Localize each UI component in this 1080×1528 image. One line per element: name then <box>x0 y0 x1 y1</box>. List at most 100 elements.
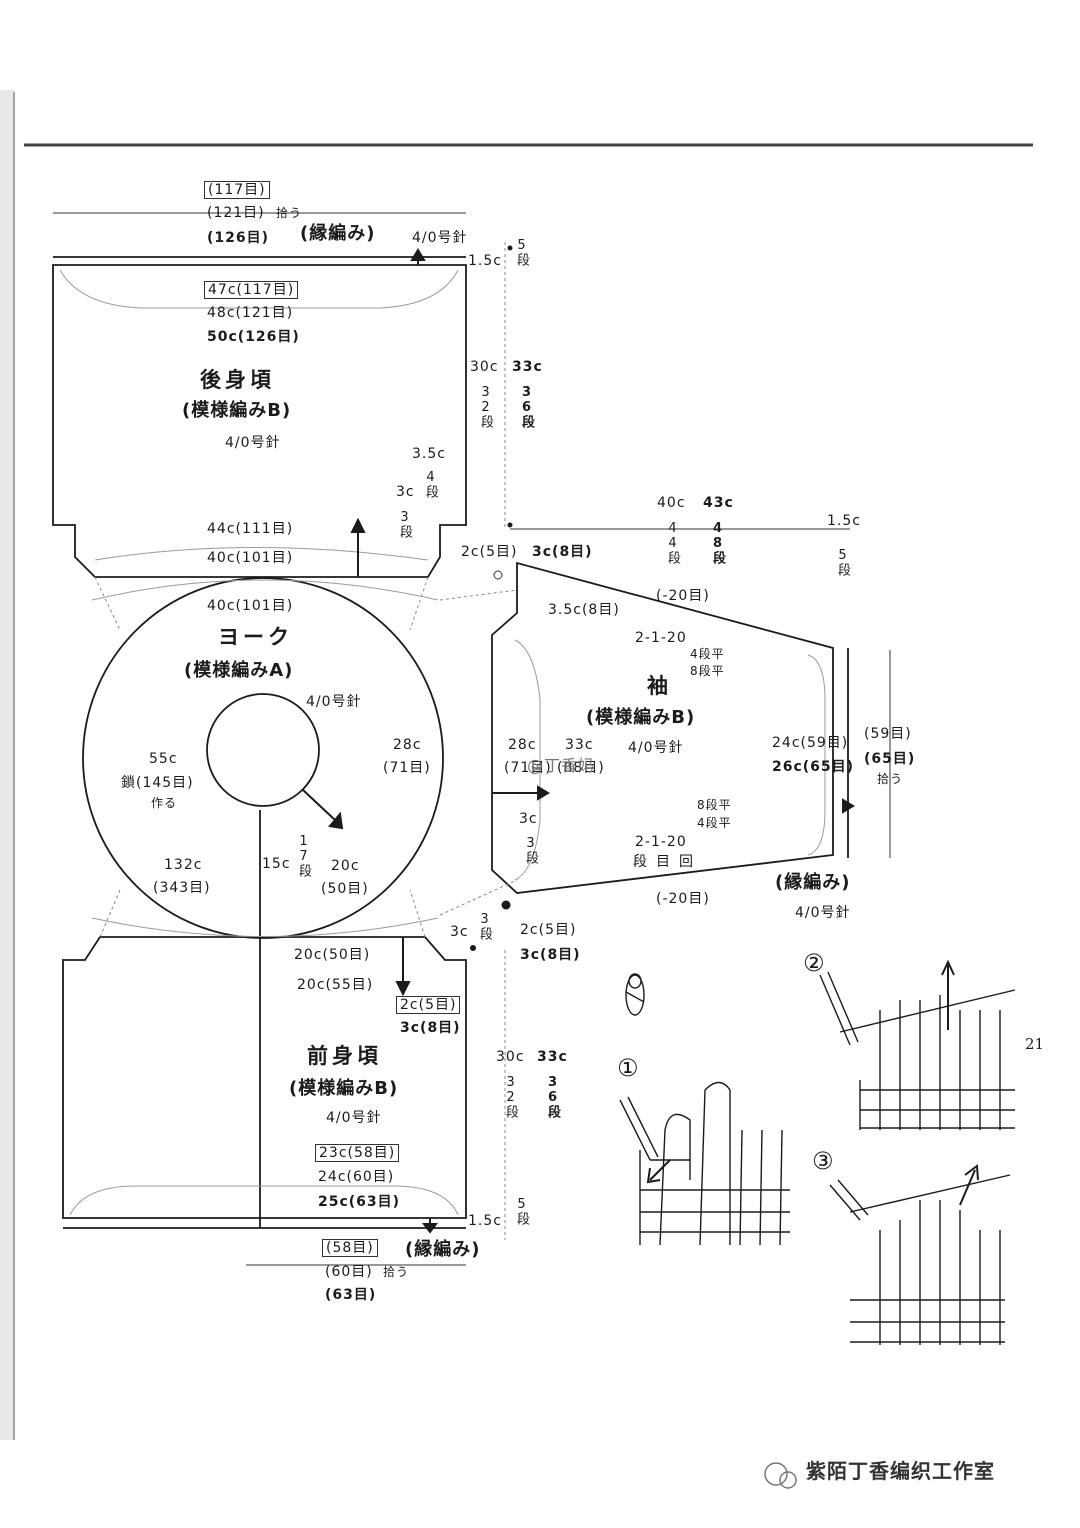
sleeve-armhole-b: 3c(8目) <box>532 544 593 560</box>
page-number: 21 <box>1025 1035 1045 1053</box>
watermark-logo <box>764 1462 797 1489</box>
sleeve-cuff-pick: 拾う <box>877 772 904 786</box>
sleeve-armhole-a: 2c(5目) <box>461 544 518 560</box>
front-edge-rows: 5段 <box>514 1197 529 1225</box>
front-body-outline <box>62 936 467 1219</box>
yoke-depth-rows: 17段 <box>296 834 311 877</box>
front-shape-rows: 3段 <box>477 912 492 940</box>
front-edge-height: 1.5c <box>468 1213 502 1229</box>
back-shape-top: 3.5c <box>412 446 446 462</box>
yoke-front-count: (50目) <box>321 881 369 897</box>
sleeve-title: 袖 <box>647 674 672 698</box>
sleeve-rows-large: 48段 <box>710 521 725 564</box>
step-2-illustration <box>819 971 1016 1130</box>
front-height-large: 33c <box>537 1049 568 1065</box>
back-height-small: 30c <box>470 359 499 375</box>
back-bottom-width-b: 40c(101目) <box>207 550 294 566</box>
back-edge-label: (縁編み) <box>300 223 376 244</box>
sleeve-inner-width-large: 33c <box>565 737 594 753</box>
neck-circle <box>206 693 320 807</box>
back-edge-height: 1.5c <box>468 253 502 269</box>
sleeve-needle: 4/0号針 <box>628 740 684 756</box>
front-pattern: (模様編みB) <box>289 1078 399 1099</box>
back-rows-large: 36段 <box>519 385 534 428</box>
back-count-small: (117目) <box>204 181 270 199</box>
yoke-chain-length: 55c <box>149 751 178 767</box>
sleeve-rule2-note: 段目回 <box>633 854 702 870</box>
sleeve-edge-label: (縁編み) <box>775 872 851 893</box>
front-width-mid: 24c(60目) <box>318 1169 395 1185</box>
sleeve-rule1-formula: 2-1-20 <box>635 630 687 646</box>
back-count-mid: (121目) <box>207 205 265 221</box>
front-width-large: 25c(63目) <box>318 1194 401 1210</box>
yoke-circle <box>82 577 444 939</box>
sleeve-cuff-count-large: (65目) <box>864 751 916 767</box>
back-width-mid: 48c(121目) <box>207 305 294 321</box>
sleeve-rule2-a: 8段平 <box>697 798 732 812</box>
yoke-front-width: 20c <box>331 858 360 874</box>
front-count-mid: (60目) <box>325 1264 373 1280</box>
back-height-large: 33c <box>512 359 543 375</box>
back-width-large: 50c(126目) <box>207 329 300 345</box>
sleeve-len-large: 43c <box>703 495 734 511</box>
front-neck-drop-b: 3c(8目) <box>400 1020 461 1036</box>
yoke-pattern: (模様編みA) <box>184 660 294 681</box>
front-width-small: 23c(58目) <box>315 1144 400 1162</box>
sleeve-rule2-formula: 2-1-20 <box>635 834 687 850</box>
yoke-outer-count: (343目) <box>153 880 211 896</box>
sleeve-cuff-width-large: 26c(65目) <box>772 759 855 775</box>
sleeve-rule1-a: 4段平 <box>690 647 725 661</box>
yoke-chain-make: 作る <box>151 796 178 810</box>
back-needle: 4/0号針 <box>225 435 281 451</box>
front-title: 前身頃 <box>307 1044 382 1068</box>
sleeve-inner-count-small: (71目) <box>504 760 552 776</box>
stitch-symbol-illustration <box>625 973 645 1016</box>
front-rows-large: 36段 <box>545 1075 560 1118</box>
sleeve-side-rows: 3段 <box>523 836 538 864</box>
front-needle: 4/0号針 <box>326 1110 382 1126</box>
sleeve-rule1-b: 8段平 <box>690 664 725 678</box>
yoke-outer-length: 132c <box>164 857 203 873</box>
step-1-number: ① <box>617 1054 640 1082</box>
sleeve-inner-width-small: 28c <box>508 737 537 753</box>
sleeve-cuff-length: 1.5c <box>827 513 861 529</box>
page-binding-shadow <box>0 90 14 1440</box>
front-height-small: 30c <box>496 1049 525 1065</box>
sleeve-outline <box>491 561 834 894</box>
sleeve-pattern: (模様編みB) <box>586 707 696 728</box>
yoke-top-width: 40c(101目) <box>207 598 294 614</box>
back-count-large: (126目) <box>207 230 270 246</box>
front-pick-label: 拾う <box>383 1265 410 1279</box>
yoke-depth: 15c <box>262 856 291 872</box>
sleeve-cuff-rows: 5段 <box>835 548 850 576</box>
back-shape-rows-a: 4段 <box>423 470 438 498</box>
yoke-chain-count: 鎖(145目) <box>121 775 194 791</box>
back-edge-rows: 5段 <box>514 238 529 266</box>
sleeve-rule2-b: 4段平 <box>697 816 732 830</box>
sleeve-cap: 3.5c(8目) <box>548 602 620 618</box>
step-2-number: ② <box>803 949 826 977</box>
front-neck-drop-a: 2c(5目) <box>396 996 461 1014</box>
front-rows-small: 32段 <box>503 1075 518 1118</box>
step-3-number: ③ <box>812 1147 835 1175</box>
back-shape-width: 3c <box>396 484 415 500</box>
sleeve-side-height: 3c <box>519 811 538 827</box>
front-neck-width-a: 20c(50目) <box>294 947 371 963</box>
front-neck-width-b: 20c(55目) <box>297 977 374 993</box>
sleeve-decrease-top: (-20目) <box>656 588 710 604</box>
sleeve-edge-needle: 4/0号針 <box>795 905 851 921</box>
back-edge-needle: 4/0号針 <box>412 230 468 246</box>
back-pattern: (模様編みB) <box>182 400 292 421</box>
sleeve-armhole-low-a: 2c(5目) <box>520 922 577 938</box>
sleeve-rows-small: 44段 <box>665 521 680 564</box>
sleeve-inner-count-large: (88目) <box>557 760 605 776</box>
yoke-side-count: (71目) <box>383 760 431 776</box>
sleeve-cuff-width-small: 24c(59目) <box>772 735 849 751</box>
yoke-needle: 4/0号針 <box>306 694 362 710</box>
sleeve-decrease-bottom: (-20目) <box>656 891 710 907</box>
front-shape-width: 3c <box>450 924 469 940</box>
back-width-small: 47c(117目) <box>204 281 299 299</box>
sleeve-armhole-low-b: 3c(8目) <box>520 947 581 963</box>
yoke-side-width: 28c <box>393 737 422 753</box>
